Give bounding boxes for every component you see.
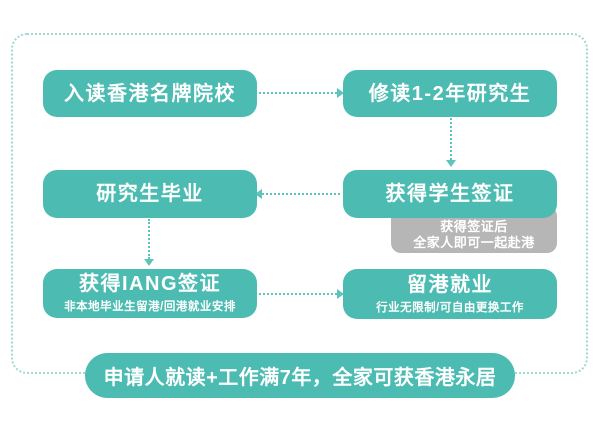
node-study-postgrad: 修读1-2年研究生 [343, 70, 557, 117]
arrowhead-right-icon [337, 289, 344, 299]
arrowhead-down-icon [446, 160, 456, 167]
node-student-visa-label: 获得学生签证 [385, 183, 515, 205]
arrow-study-to-visa [446, 118, 456, 167]
arrowhead-left-icon [255, 189, 262, 199]
arrowhead-right-icon [337, 88, 344, 98]
node-iang-label: 获得IANG签证 [79, 273, 221, 295]
node-graduate-label: 研究生毕业 [96, 183, 204, 205]
node-enroll-hk-school: 入读香港名牌院校 [43, 70, 257, 117]
node-work-sublabel: 行业无限制/可自由更换工作 [376, 301, 524, 314]
note-line1: 获得签证后 [440, 219, 508, 234]
footer-label: 申请人就读+工作满7年，全家可获香港永居 [103, 367, 497, 389]
arrow-graduate-to-iang [144, 219, 154, 266]
node-graduate: 研究生毕业 [43, 170, 257, 218]
node-work-label: 留港就业 [407, 273, 493, 296]
node-enroll-label: 入读香港名牌院校 [64, 82, 236, 105]
arrow-visa-to-graduate [255, 189, 340, 199]
note-line2: 全家人即可一起赴港 [413, 235, 535, 250]
node-iang-sublabel: 非本地毕业生留港/回港就业安排 [64, 301, 236, 313]
footer-permanent-residency-bar: 申请人就读+工作满7年，全家可获香港永居 [85, 353, 515, 398]
arrow-iang-to-work [259, 289, 344, 299]
node-student-visa: 获得学生签证 [343, 170, 557, 218]
node-study-label: 修读1-2年研究生 [368, 82, 532, 105]
node-iang-visa: 获得IANG签证 非本地毕业生留港/回港就业安排 [43, 269, 257, 318]
arrow-enroll-to-study [259, 88, 344, 98]
node-work-in-hk: 留港就业 行业无限制/可自由更换工作 [343, 269, 557, 319]
arrowhead-down-icon [144, 259, 154, 266]
